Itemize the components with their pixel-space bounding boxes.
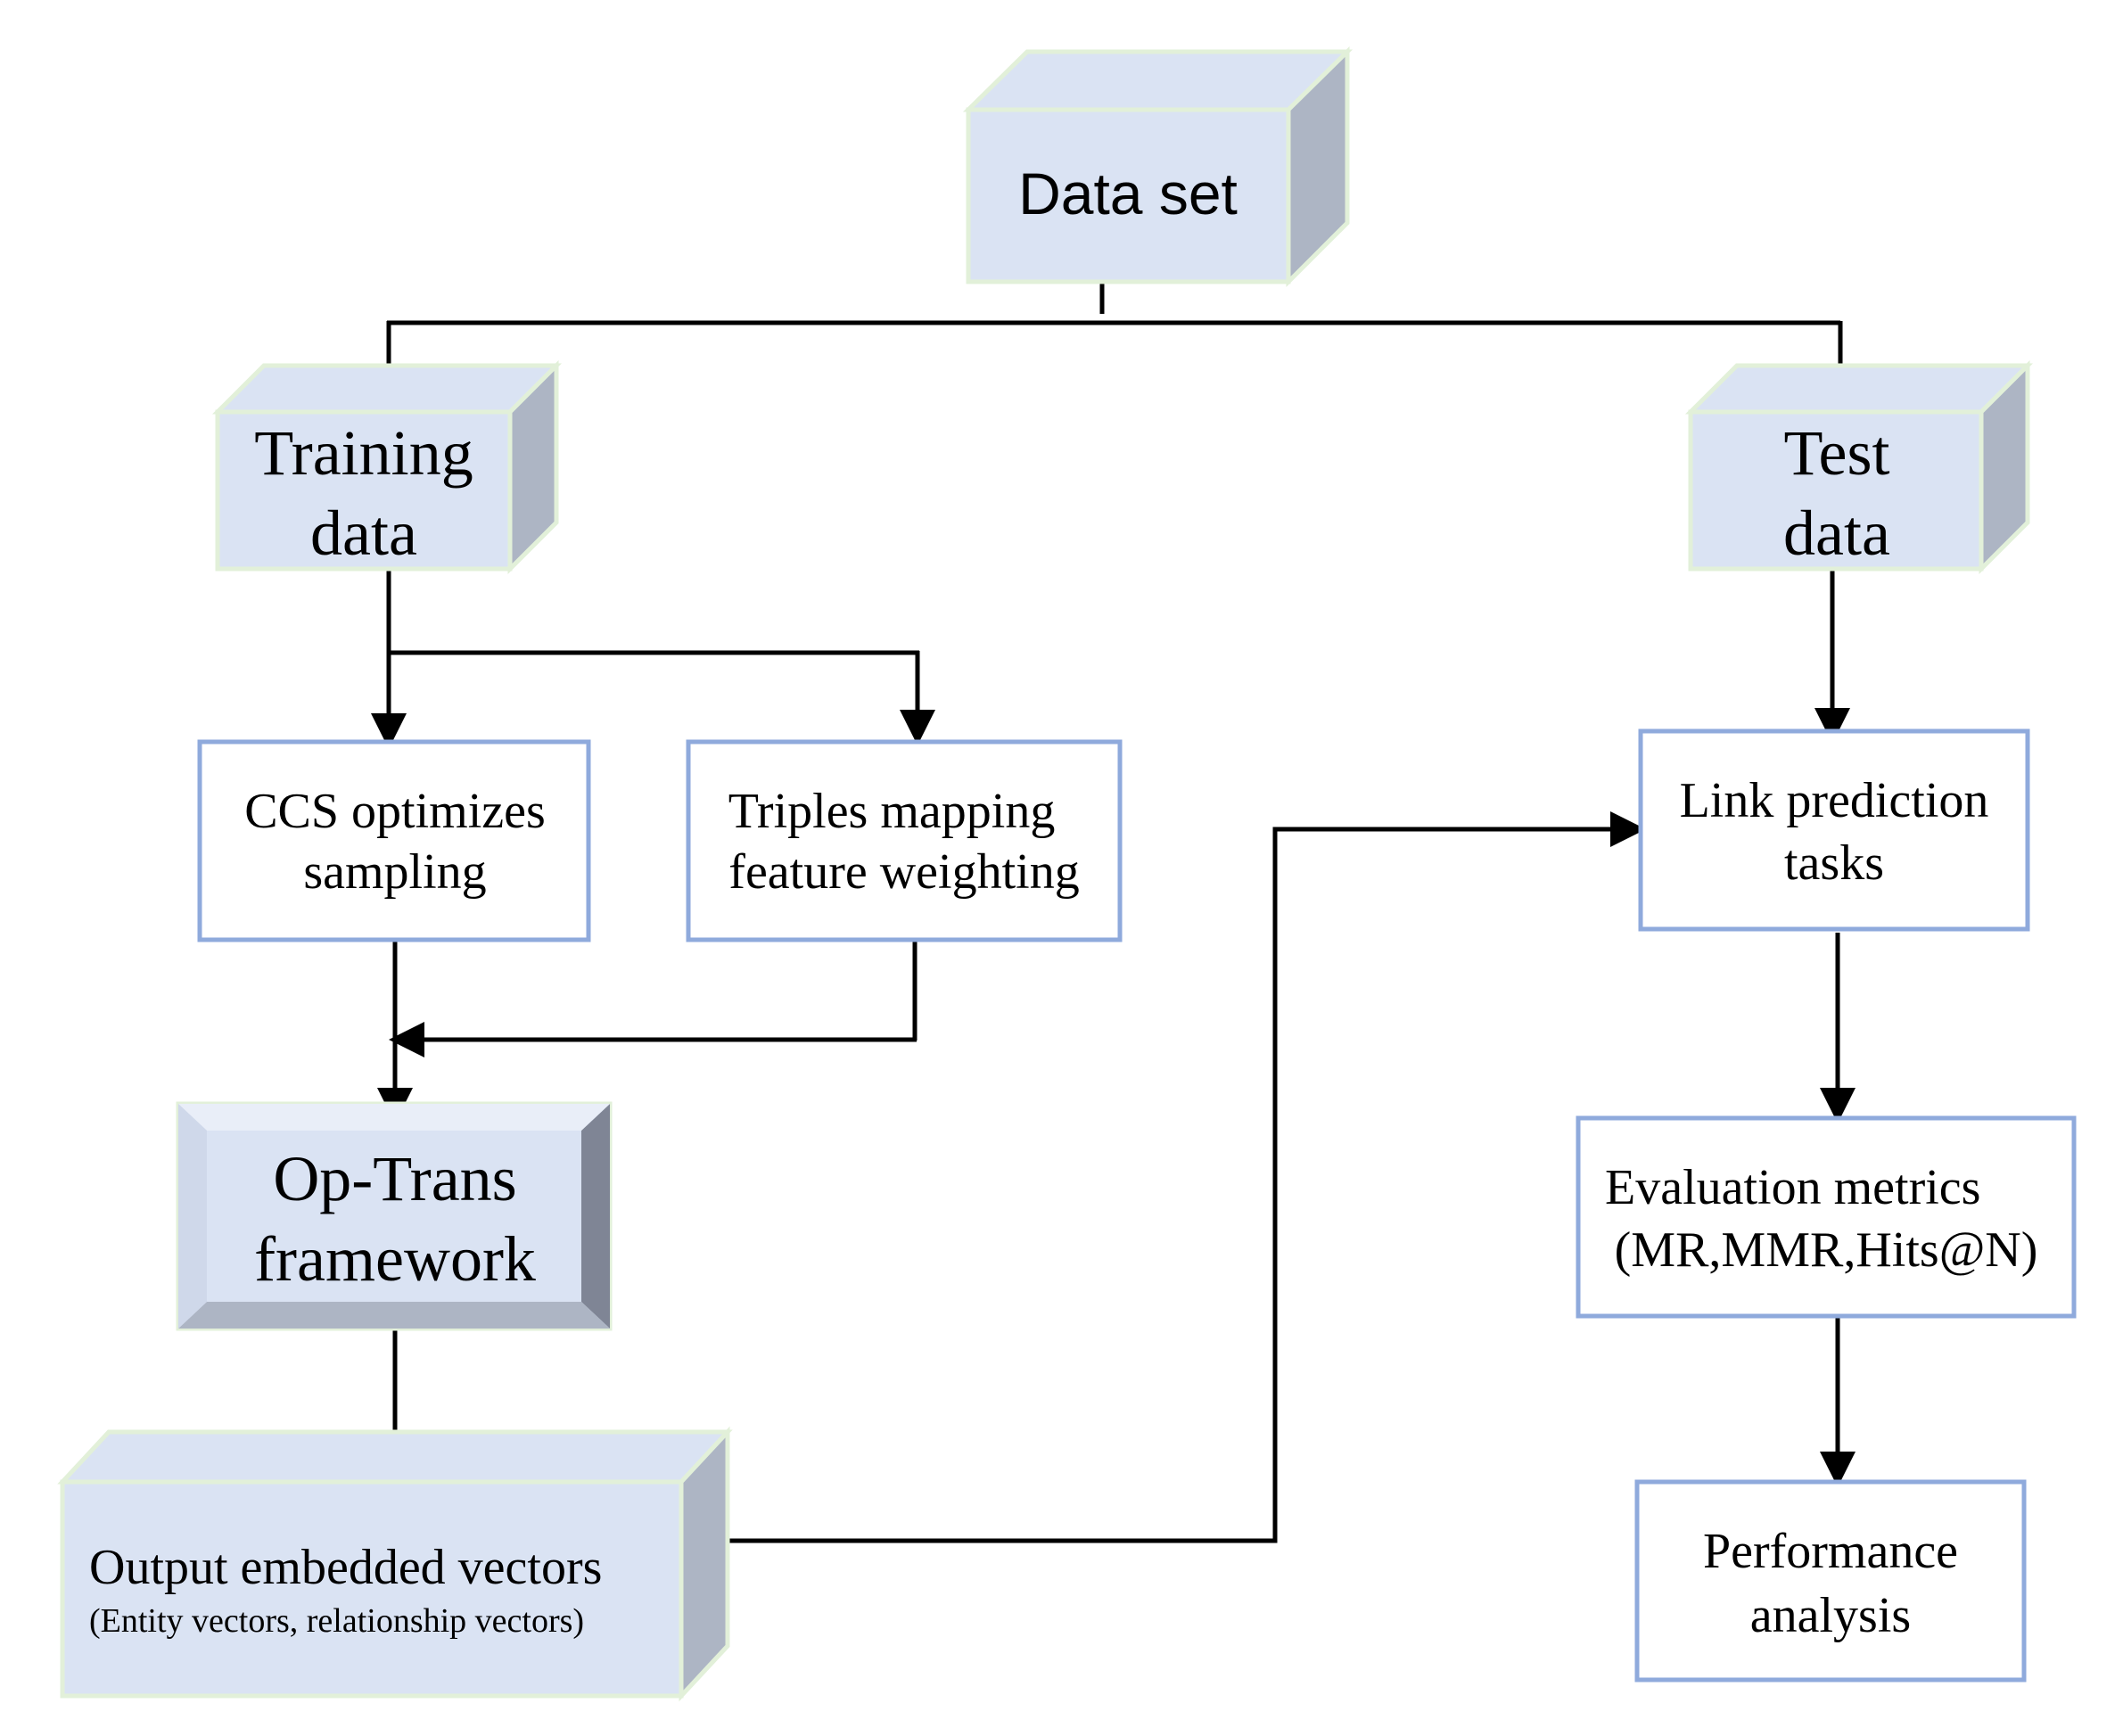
- ccs-box: [197, 739, 591, 942]
- link-prediction-label-line2: tasks: [1784, 835, 1884, 891]
- output-label-line2: (Entity vectors, relationship vectors): [89, 1602, 584, 1640]
- link-prediction-label-line1: Link prediction: [1680, 773, 1989, 828]
- arrow-output-to-link-prediction: [728, 811, 1646, 1543]
- data-set-face: [966, 107, 1291, 284]
- evaluation-box: [1576, 1115, 2077, 1319]
- triples-box: [686, 739, 1123, 942]
- output-label-line1: Output embedded vectors: [89, 1540, 602, 1595]
- link-prediction-node: Link prediction tasks: [1638, 728, 2030, 932]
- ccs-node: CCS optimizes sampling: [197, 739, 591, 942]
- test-data-node: Test data: [1684, 359, 2034, 575]
- ccs-label-line2: sampling: [303, 844, 486, 900]
- evaluation-label-line2: (MR,MMR,Hits@N): [1615, 1222, 2038, 1278]
- data-set-label: Data set: [1018, 160, 1238, 226]
- op-trans-bevel-left: [178, 1104, 207, 1329]
- evaluation-node: Evaluation metrics (MR,MMR,Hits@N): [1576, 1115, 2077, 1319]
- performance-box: [1634, 1479, 2027, 1683]
- op-trans-bevel-bottom: [178, 1302, 610, 1329]
- data-set-top: [962, 49, 1354, 112]
- training-data-label-line2: data: [310, 498, 417, 569]
- test-data-face: [1688, 409, 1984, 572]
- performance-label-line2: analysis: [1750, 1588, 1911, 1643]
- ccs-label-line1: CCS optimizes: [244, 784, 546, 839]
- op-trans-label-line1: Op-Trans: [273, 1143, 516, 1214]
- op-trans-node: Op-Trans framework: [176, 1101, 613, 1331]
- performance-node: Performance analysis: [1634, 1479, 2027, 1683]
- test-data-label-line2: data: [1783, 498, 1890, 569]
- output-face: [60, 1479, 684, 1699]
- triples-label-line1: Triples mapping: [728, 784, 1056, 839]
- op-trans-label-line2: framework: [254, 1223, 536, 1295]
- output-node: Output embedded vectors (Entity vectors,…: [57, 1426, 733, 1702]
- evaluation-label-line1: Evaluation metrics: [1605, 1160, 1980, 1215]
- op-trans-bevel-right: [581, 1104, 610, 1329]
- output-top: [57, 1429, 733, 1485]
- triples-label-line2: feature weighting: [728, 844, 1079, 900]
- link-prediction-box: [1638, 728, 2030, 932]
- training-data-node: Training data: [211, 359, 563, 575]
- triples-node: Triples mapping feature weighting: [686, 739, 1123, 942]
- test-data-top: [1684, 363, 2034, 415]
- training-data-face: [215, 409, 513, 572]
- performance-label-line1: Performance: [1703, 1524, 1958, 1579]
- training-data-top: [211, 363, 563, 415]
- op-trans-bevel-top: [178, 1104, 610, 1131]
- op-trans-face: [207, 1131, 581, 1302]
- training-data-label-line1: Training: [254, 417, 473, 489]
- connectors: [371, 284, 1858, 1543]
- output-side: [679, 1426, 730, 1702]
- data-set-node: Data set: [962, 46, 1354, 288]
- test-data-label-line1: Test: [1784, 417, 1890, 489]
